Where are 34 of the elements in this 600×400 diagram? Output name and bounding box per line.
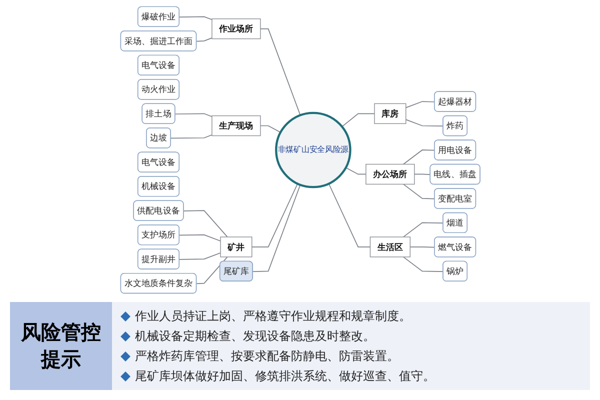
connector: [174, 113, 212, 118]
connector: [409, 246, 435, 248]
connector: [414, 174, 431, 176]
node-box: 办公场所: [365, 164, 414, 185]
connector: [252, 184, 300, 272]
connector: [170, 134, 212, 139]
note-text: 尾矿库坝体做好加固、修筑排洪系统、做好巡查、值守。: [135, 368, 435, 384]
connector: [260, 125, 281, 133]
connector: [328, 183, 370, 248]
connector: [341, 113, 375, 128]
connector: [183, 210, 228, 238]
connector: [260, 28, 300, 116]
connector: [402, 184, 435, 200]
connector: [178, 252, 221, 260]
connector: [402, 150, 435, 165]
connector: [196, 256, 228, 284]
node-box: 库房: [374, 103, 406, 124]
connector: [178, 16, 212, 20]
connector: [402, 256, 444, 272]
connector: [402, 222, 444, 238]
connector: [178, 234, 221, 242]
note-text: 严格炸药库管理、按要求配备防静电、防雷装置。: [135, 348, 399, 364]
connector: [345, 167, 366, 175]
connector: [196, 38, 212, 42]
panel-heading: 风险管控提示: [10, 302, 112, 390]
node-box: 生活区: [370, 236, 410, 258]
node-box: 矿井: [220, 236, 252, 258]
connector: [405, 119, 444, 127]
connector: [251, 183, 298, 248]
node-box: 生产现场: [211, 115, 260, 136]
node-box: 作业场所: [211, 18, 260, 40]
note-text: 机械设备定期检查、发现设备隐患及时整改。: [135, 328, 375, 344]
connector: [405, 101, 435, 108]
note-text: 作业人员持证上岗、严格遵守作业规程和规章制度。: [135, 308, 411, 324]
